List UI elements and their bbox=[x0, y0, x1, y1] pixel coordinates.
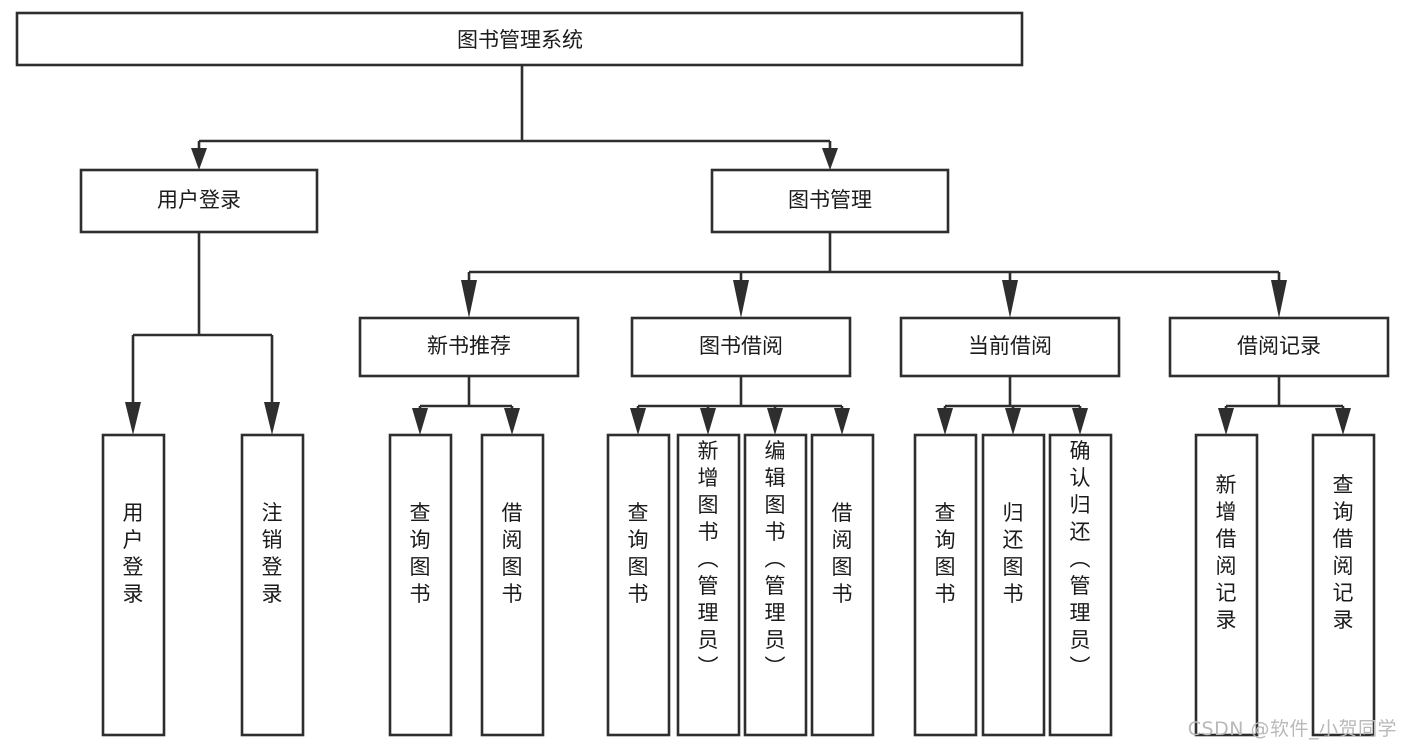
node-leaf-book-borrow-edit[interactable]: 编辑图书︵管理员︶ bbox=[743, 433, 808, 737]
node-leaf-user-login-login[interactable]: 用户登录 bbox=[101, 433, 166, 737]
node-leaf-label: 查询图书 bbox=[410, 501, 431, 606]
node-leaf-book-borrow-query[interactable]: 查询图书 bbox=[606, 433, 671, 737]
arrow-current-borrow-leaf-3 bbox=[1072, 408, 1088, 435]
node-leaf-current-borrow-confirm[interactable]: 确认归还︵管理员︶ bbox=[1048, 433, 1113, 737]
arrow-book-borrow-leaf-2 bbox=[700, 408, 716, 435]
node-leaf-label: 注销登录 bbox=[262, 501, 283, 606]
arrow-to-current-borrow bbox=[1002, 280, 1018, 318]
arrow-current-borrow-leaf-2 bbox=[1005, 408, 1021, 435]
node-leaf-label: 用户登录 bbox=[123, 501, 144, 606]
node-leaf-box[interactable] bbox=[810, 433, 875, 737]
node-current-borrow-box[interactable] bbox=[899, 316, 1121, 378]
node-leaf-borrow-record-add[interactable]: 新增借阅记录 bbox=[1194, 433, 1259, 737]
node-leaf-box[interactable] bbox=[676, 433, 741, 737]
node-root-box[interactable] bbox=[15, 11, 1024, 67]
node-book-management-box[interactable] bbox=[710, 168, 950, 234]
node-leaf-borrow-record-query[interactable]: 查询借阅记录 bbox=[1311, 433, 1376, 737]
csdn-watermark: CSDN @软件_小贺同学 bbox=[1187, 718, 1397, 740]
node-borrow-record-label: 借阅记录 bbox=[1237, 334, 1321, 358]
node-current-borrow[interactable]: 当前借阅 bbox=[899, 316, 1121, 378]
node-book-borrow-label: 图书借阅 bbox=[699, 334, 783, 358]
arrow-new-book-leaf-1 bbox=[412, 408, 428, 435]
node-borrow-record-box[interactable] bbox=[1168, 316, 1390, 378]
node-leaf-box[interactable] bbox=[1194, 433, 1259, 737]
node-leaf-box[interactable] bbox=[606, 433, 671, 737]
node-leaf-label: 借阅图书 bbox=[502, 501, 523, 606]
node-book-borrow[interactable]: 图书借阅 bbox=[630, 316, 852, 378]
node-leaf-label: 新增借阅记录 bbox=[1216, 473, 1237, 632]
node-leaf-label: 编辑图书︵管理员︶ bbox=[765, 439, 786, 679]
node-leaf-box[interactable] bbox=[480, 433, 545, 737]
node-new-book-recommend-box[interactable] bbox=[358, 316, 580, 378]
node-leaf-new-book-query[interactable]: 查询图书 bbox=[388, 433, 453, 737]
node-root-label: 图书管理系统 bbox=[457, 28, 583, 52]
arrow-to-user-login bbox=[191, 148, 207, 170]
node-new-book-recommend[interactable]: 新书推荐 bbox=[358, 316, 580, 378]
arrow-user-login-leaf-2 bbox=[264, 402, 280, 435]
node-leaf-box[interactable] bbox=[913, 433, 978, 737]
node-root-book-management-system[interactable]: 图书管理系统 bbox=[15, 11, 1024, 67]
node-new-book-recommend-label: 新书推荐 bbox=[427, 334, 511, 358]
node-book-management[interactable]: 图书管理 bbox=[710, 168, 950, 234]
node-leaf-box[interactable] bbox=[1311, 433, 1376, 737]
node-leaf-label: 确认归还︵管理员︶ bbox=[1070, 439, 1091, 679]
arrow-book-borrow-leaf-1 bbox=[630, 408, 646, 435]
arrow-new-book-leaf-2 bbox=[504, 408, 520, 435]
arrow-current-borrow-leaf-1 bbox=[937, 408, 953, 435]
node-current-borrow-label: 当前借阅 bbox=[968, 334, 1052, 358]
arrow-to-book-borrow bbox=[733, 280, 749, 318]
node-leaf-label: 归还图书 bbox=[1003, 501, 1024, 606]
arrow-to-new-book bbox=[461, 280, 477, 318]
node-leaf-box[interactable] bbox=[101, 433, 166, 737]
node-leaf-label: 查询图书 bbox=[935, 501, 956, 606]
node-leaf-label: 查询借阅记录 bbox=[1333, 473, 1354, 632]
arrow-to-borrow-record bbox=[1271, 280, 1287, 318]
node-leaf-user-login-logout[interactable]: 注销登录 bbox=[240, 433, 305, 737]
connector-layer bbox=[125, 65, 1351, 435]
arrow-user-login-leaf-1 bbox=[125, 402, 141, 435]
node-borrow-record[interactable]: 借阅记录 bbox=[1168, 316, 1390, 378]
node-leaf-current-borrow-return[interactable]: 归还图书 bbox=[981, 433, 1046, 737]
node-leaf-box[interactable] bbox=[388, 433, 453, 737]
node-leaf-label: 借阅图书 bbox=[832, 501, 853, 606]
node-leaf-box[interactable] bbox=[743, 433, 808, 737]
node-book-management-label: 图书管理 bbox=[788, 188, 872, 212]
node-leaf-label: 新增图书︵管理员︶ bbox=[698, 439, 719, 679]
arrow-borrow-record-leaf-1 bbox=[1218, 408, 1234, 435]
arrow-to-book-manage bbox=[822, 148, 838, 170]
node-user-login[interactable]: 用户登录 bbox=[79, 168, 319, 234]
node-user-login-box[interactable] bbox=[79, 168, 319, 234]
arrow-borrow-record-leaf-2 bbox=[1335, 408, 1351, 435]
node-leaf-current-borrow-query[interactable]: 查询图书 bbox=[913, 433, 978, 737]
node-leaf-book-borrow-borrow[interactable]: 借阅图书 bbox=[810, 433, 875, 737]
node-user-login-label: 用户登录 bbox=[157, 188, 241, 212]
arrow-book-borrow-leaf-3 bbox=[767, 408, 783, 435]
node-leaf-box[interactable] bbox=[240, 433, 305, 737]
node-leaf-box[interactable] bbox=[1048, 433, 1113, 737]
arrow-book-borrow-leaf-4 bbox=[834, 408, 850, 435]
node-leaf-box[interactable] bbox=[981, 433, 1046, 737]
node-leaf-label: 查询图书 bbox=[628, 501, 649, 606]
node-leaf-book-borrow-add[interactable]: 新增图书︵管理员︶ bbox=[676, 433, 741, 737]
node-leaf-new-book-borrow[interactable]: 借阅图书 bbox=[480, 433, 545, 737]
node-book-borrow-box[interactable] bbox=[630, 316, 852, 378]
